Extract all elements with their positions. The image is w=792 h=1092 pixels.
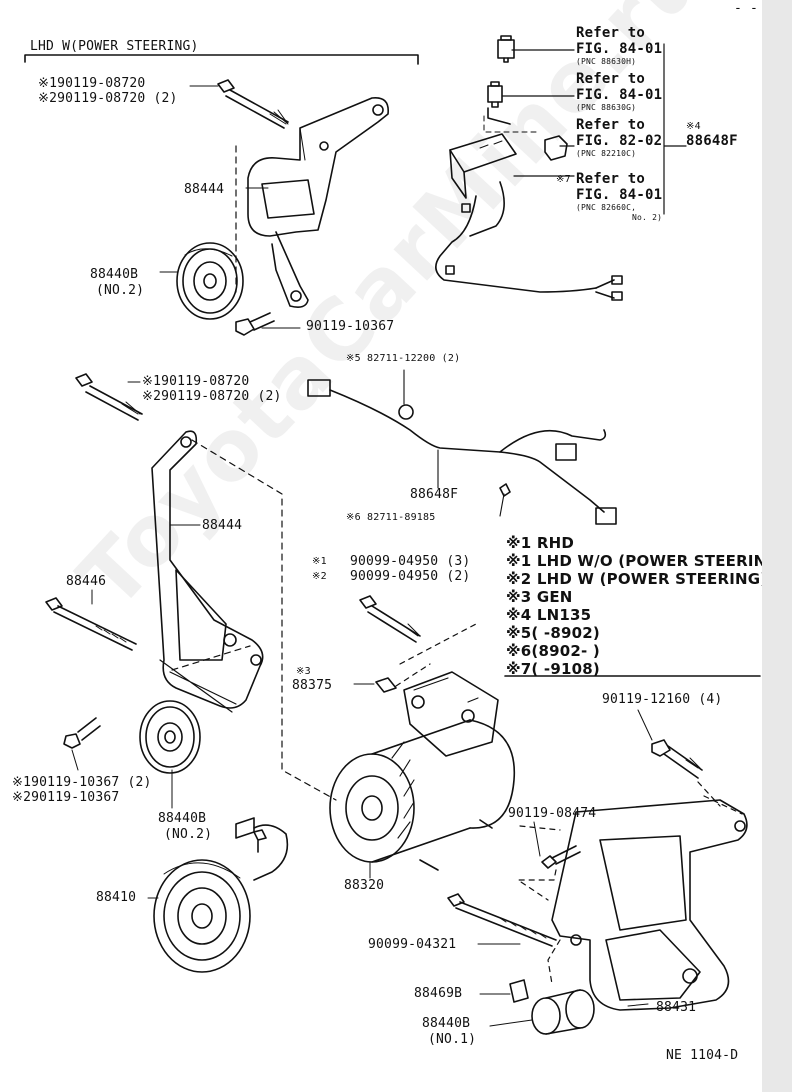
upper-bolt-bottom-label: 90119-10367 (306, 319, 395, 334)
lower-pulley-label: 88440B (158, 811, 207, 826)
diagram-artwork (24, 35, 761, 1035)
idler-pulley-label: 88440B (422, 1016, 471, 1031)
compressor-label: 88320 (344, 878, 385, 893)
harness-leaders (403, 369, 505, 517)
thermistor-icon (544, 135, 568, 161)
compressor-88320-icon (329, 671, 516, 871)
upper-pulley-label: 88440B (90, 267, 139, 282)
upper-bolt-10367-icon (235, 312, 275, 336)
lower-pulley-icon (139, 700, 201, 774)
compressor-dash (395, 623, 477, 687)
ref-3-line1: Refer to (576, 117, 646, 133)
bolt-04321-label: 90099-04321 (368, 937, 457, 952)
center-bolt-2-label: 90099-04950 (2) (350, 569, 471, 584)
clutch-88410-icon (153, 859, 251, 973)
lower-bracket-label: 88444 (202, 518, 243, 533)
upper-pulley-sublabel: (NO.2) (96, 283, 145, 298)
pressure-switch-icon-2 (487, 81, 503, 108)
legend-item-2: ※1 LHD W/O (POWER STEERING) (506, 552, 762, 570)
ref-4-prefix: ※7 (556, 174, 571, 185)
harness-clip-lower-label: ※6 82711-89185 (346, 512, 436, 523)
ref-4-pnc: (PNC 82660C, (576, 203, 637, 212)
idler-pulley-sublabel: (NO.1) (428, 1032, 477, 1047)
bolt-12160-icon (651, 739, 703, 779)
center-bolt-1-mark: ※1 (312, 556, 327, 567)
page-edge-strip (762, 0, 792, 1092)
ref-1-line2: FIG. 84-01 (576, 41, 663, 57)
ref-dash (483, 115, 541, 133)
ref-2-line1: Refer to (576, 71, 646, 87)
legend-item-5: ※4 LN135 (506, 606, 592, 624)
figure-code: NE 1104-D (666, 1048, 739, 1063)
harness-code-label: 88648F (410, 487, 459, 502)
center-bolt-2-mark: ※2 (312, 571, 327, 582)
leader-lines (71, 85, 653, 1027)
harness-clip-upper-label: ※5 82711-12200 (2) (346, 353, 461, 364)
long-bolt-04321-icon (447, 893, 557, 947)
fitting-mark: ※3 (296, 666, 311, 677)
compressor-bolt-icon (359, 595, 421, 643)
relay-block-icon (449, 133, 517, 199)
lower-pulley-sublabel: (NO.2) (164, 827, 213, 842)
ref-3-line2: FIG. 82-02 (576, 133, 663, 149)
ref-3-pnc: (PNC 82210C) (576, 149, 637, 158)
legend-item-7: ※6(8902- ) (506, 642, 600, 660)
center-bolt-1-label: 90099-04950 (3) (350, 554, 471, 569)
lower-bolt-label-1: ※190119-08720 (142, 374, 250, 389)
long-bolt-label: 88446 (66, 574, 107, 589)
lower-left-dash (171, 439, 337, 801)
header-rule (24, 54, 419, 65)
clutch-screw-icon (235, 817, 289, 881)
legend-item-3: ※2 LHD W (POWER STEERING) (506, 570, 762, 588)
bracket-88431-icon (551, 799, 748, 1011)
parts-diagram-page: ToyotaCarMine.ru (0, 0, 762, 1092)
upper-bracket-icon (247, 97, 389, 308)
upper-bolt-label-1: ※190119-08720 (38, 76, 146, 91)
pressure-switch-icon-1 (497, 35, 515, 63)
lower-bracket-icon (151, 430, 264, 713)
upper-bolt-label-2: ※290119-08720 (2) (38, 91, 178, 106)
legend-item-1: ※1 RHD (506, 534, 574, 552)
upper-bolt-icon (217, 79, 289, 129)
bracket-88431-label: 88431 (656, 1000, 697, 1015)
lower-right-dash (517, 781, 743, 985)
legend-item-8: ※7( -9108) (506, 660, 600, 678)
clip-88469b-icon (509, 979, 529, 1003)
ref-4-line1: Refer to (576, 171, 646, 187)
sensor-wiring-icon (435, 107, 623, 301)
long-bolt-88446-icon (45, 597, 137, 651)
idler-pulley-88440b-icon (531, 989, 595, 1035)
page-title: LHD W(POWER STEERING) (30, 39, 199, 54)
ref-1-pnc: (PNC 88630H) (576, 57, 637, 66)
ref-2-pnc: (PNC 88630G) (576, 103, 637, 112)
ref-1-line1: Refer to (576, 25, 646, 41)
legend-item-6: ※5( -8902) (506, 624, 600, 642)
fitting-88375-icon (375, 677, 397, 693)
lower-bolt-label-2: ※290119-08720 (2) (142, 389, 282, 404)
small-bolt-label-2: ※290119-10367 (12, 790, 120, 805)
ref-side-mark: ※4 (686, 121, 701, 132)
upper-bracket-label: 88444 (184, 182, 225, 197)
upper-pulley-icon (176, 242, 244, 320)
corner-mark: - - (734, 1, 759, 16)
ref-2-line2: FIG. 84-01 (576, 87, 663, 103)
lower-bolt-icon (75, 373, 143, 421)
ref-side-code: 88648F (686, 133, 738, 149)
ref-4-line2: FIG. 84-01 (576, 187, 663, 203)
ref-4-pnc-2: No. 2) (632, 213, 663, 222)
ref-leader-lines (501, 43, 687, 215)
clip-88469b-label: 88469B (414, 986, 463, 1001)
small-bolt-10367-icon (63, 717, 101, 749)
harness-88648f-icon (307, 379, 617, 525)
bolt-08474-icon (541, 845, 581, 869)
legend-item-4: ※3 GEN (506, 588, 573, 606)
bolt-08474-label: 90119-08474 (508, 806, 597, 821)
fitting-label: 88375 (292, 678, 333, 693)
bolt-12160-label: 90119-12160 (4) (602, 692, 723, 707)
clutch-label: 88410 (96, 890, 137, 905)
small-bolt-label-1: ※190119-10367 (2) (12, 775, 152, 790)
